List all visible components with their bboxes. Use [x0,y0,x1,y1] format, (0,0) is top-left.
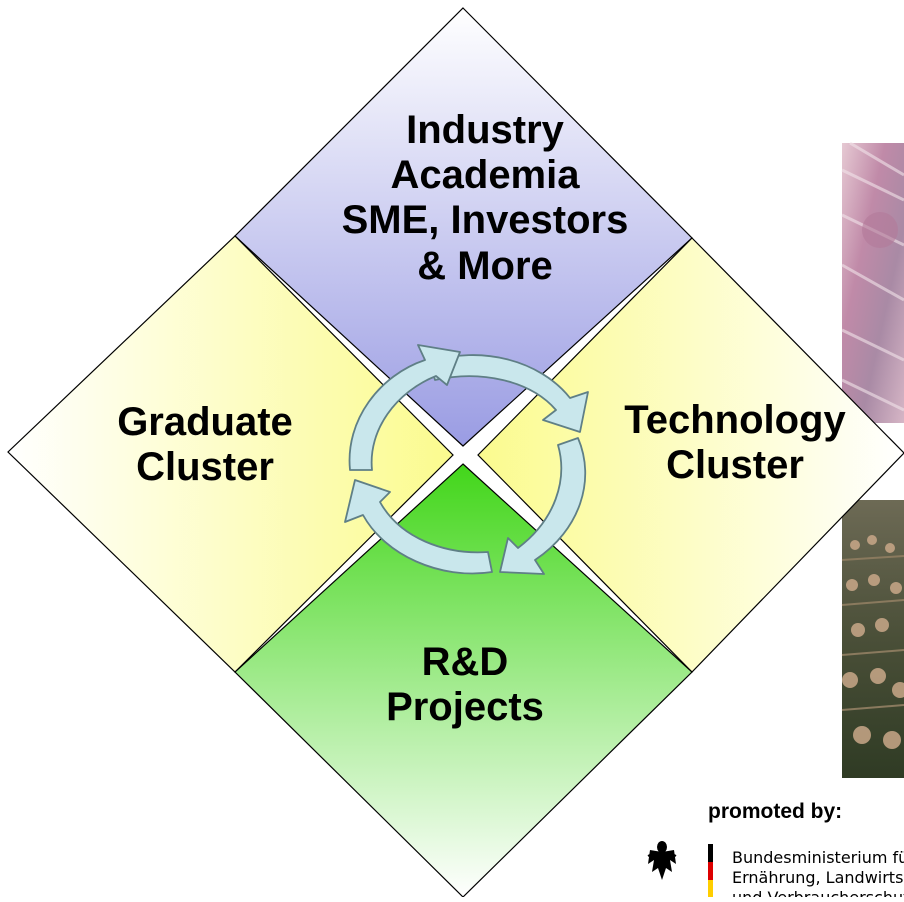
bottom-label-line: R&D [421,640,509,684]
top-quadrant-label: Industry Academia SME, Investors & More [300,108,670,289]
ministry-line: Bundesministerium für [732,848,904,867]
flag-stripe [708,844,713,897]
arrow-right-bottom-icon [499,437,587,575]
top-label-line: Industry [406,108,564,152]
banknote-photo [841,141,904,423]
cycle-arrows [344,344,589,575]
lecture-hall-photo [841,500,904,778]
promoted-by-label: promoted by: [708,800,843,823]
arrow-left-top-icon [348,344,461,471]
ministry-name: Bundesministerium für Ernährung, Landwir… [732,848,904,897]
federal-eagle-icon [647,841,677,880]
arrow-top-right-icon [429,354,589,433]
ministry-line: Ernährung, Landwirtsc [732,868,904,887]
left-label-line: Graduate [117,400,293,444]
top-label-line: & More [417,243,553,288]
top-label-line: Academia [390,153,580,198]
bottom-quadrant-label: R&D Projects [330,640,600,730]
top-label-line: SME, Investors [341,198,629,243]
right-label-line: Cluster [666,443,804,488]
arrow-bottom-left-icon [344,479,493,575]
right-label-line: Technology [624,398,846,442]
top-quadrant [234,7,693,447]
ministry-line: und Verbraucherschutz [732,888,904,897]
bottom-label-line: Projects [386,685,544,730]
left-quadrant-label: Graduate Cluster [80,400,330,490]
right-quadrant-label: Technology Cluster [590,398,880,488]
ministry-logo: Bundesministerium für Ernährung, Landwir… [644,838,904,897]
left-label-line: Cluster [136,445,274,490]
